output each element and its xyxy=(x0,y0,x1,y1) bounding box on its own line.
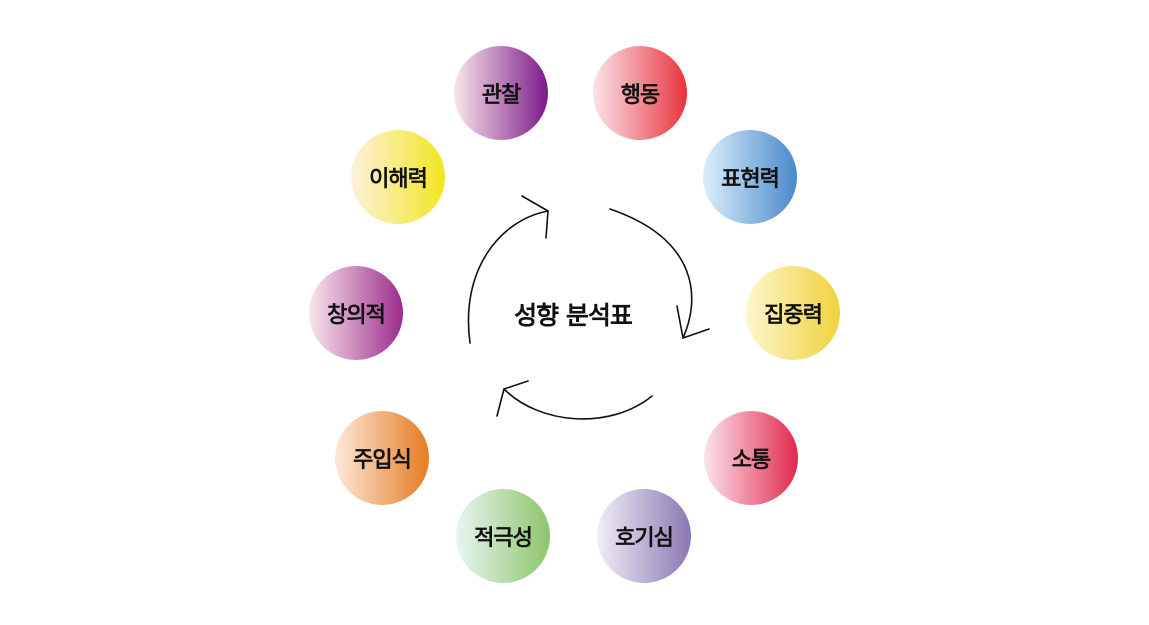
cycle-arrow-top-right xyxy=(609,208,693,339)
node-comprehension: 이해력 xyxy=(351,130,445,224)
node-creativity: 창의적 xyxy=(309,266,403,360)
node-label: 표현력 xyxy=(721,167,780,192)
node-initiative: 적극성 xyxy=(456,489,550,583)
node-label: 주입식 xyxy=(353,448,412,473)
cycle-arrowhead-left xyxy=(521,195,549,239)
cycle-arrow-left xyxy=(467,210,549,344)
node-label: 집중력 xyxy=(764,303,823,328)
cycle-arrowhead-bottom xyxy=(496,380,529,417)
node-label: 창의적 xyxy=(327,303,386,328)
node-concentration: 집중력 xyxy=(746,266,840,360)
node-action: 행동 xyxy=(593,46,687,140)
cycle-arrow-bottom xyxy=(503,388,653,420)
node-label: 적극성 xyxy=(474,526,533,551)
node-immersion: 주입식 xyxy=(335,411,429,505)
node-communication: 소통 xyxy=(704,411,798,505)
node-label: 관찰 xyxy=(481,83,521,108)
node-observation: 관찰 xyxy=(454,46,548,140)
cycle-arrowhead-top-right xyxy=(676,305,710,339)
node-label: 이해력 xyxy=(369,167,428,192)
node-label: 호기심 xyxy=(615,526,674,551)
node-curiosity: 호기심 xyxy=(597,489,691,583)
center-title: 성향 분석표 xyxy=(514,301,633,330)
node-expression: 표현력 xyxy=(703,130,797,224)
node-label: 소통 xyxy=(731,448,771,473)
node-label: 행동 xyxy=(620,83,660,108)
